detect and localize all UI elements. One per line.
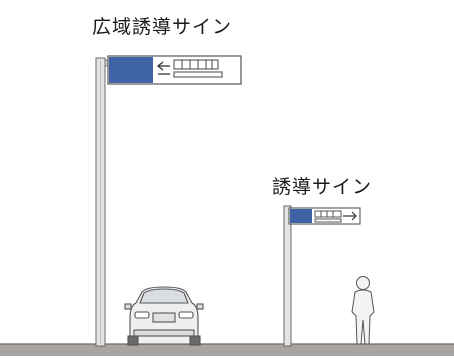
car-mirror-left xyxy=(124,303,132,310)
guide-sign-label: 誘導サイン xyxy=(272,176,373,198)
car-tire-right xyxy=(189,335,201,346)
guide-sign-blue-area xyxy=(290,209,312,223)
pedestrian-body xyxy=(351,289,375,345)
left-arrow-icon xyxy=(156,61,170,75)
right-arrow-icon xyxy=(343,211,357,221)
pedestrian-head xyxy=(356,276,370,290)
wide-sign-blue-area xyxy=(109,57,153,83)
car-grille xyxy=(152,312,176,323)
car-windshield xyxy=(139,288,189,304)
car-headlight-left xyxy=(134,311,150,319)
car-mirror-right xyxy=(196,303,204,310)
car-headlight-right xyxy=(178,311,194,319)
guide-sign-text-blocks xyxy=(314,210,342,223)
guide-sign-pole xyxy=(283,205,292,347)
wide-area-sign xyxy=(95,55,242,347)
car-tire-left xyxy=(127,335,139,346)
guide-sign xyxy=(283,205,361,347)
wide-sign-text-blocks xyxy=(173,59,223,78)
car-illustration xyxy=(124,286,204,346)
pedestrian-illustration xyxy=(351,276,375,345)
wide-area-sign-label: 広域誘導サイン xyxy=(92,16,233,38)
ground-strip xyxy=(0,344,454,356)
car-bumper xyxy=(133,329,195,337)
